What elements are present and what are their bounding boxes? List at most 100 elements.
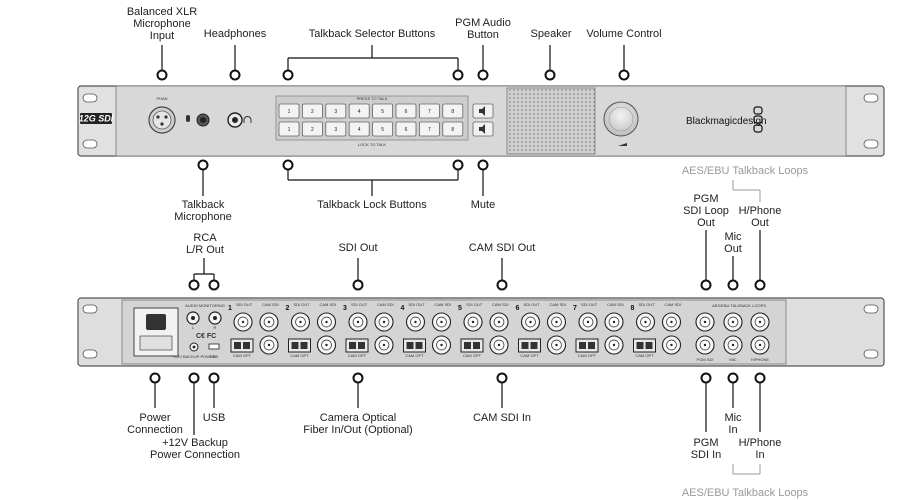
model-logo bbox=[80, 113, 112, 124]
sdi-out-bnc-pin bbox=[644, 320, 647, 324]
cam-sdi-in-bnc-pin bbox=[555, 343, 558, 347]
phan-label: PHAN bbox=[156, 96, 167, 101]
optical-port-a bbox=[579, 342, 586, 349]
talkback-lock-button-label: 7 bbox=[428, 127, 431, 133]
talkback-lock-label: Talkback Lock Buttons bbox=[317, 199, 427, 211]
model-logo-text: 12G SDI bbox=[79, 114, 114, 124]
rack-hole bbox=[82, 93, 98, 103]
cam-sdi-small-label: CAM SDI bbox=[435, 302, 452, 307]
optical-port-a bbox=[636, 342, 644, 349]
rack-hole bbox=[863, 93, 879, 103]
sdi-out-bnc-pin bbox=[414, 320, 417, 324]
cam-sdi-small-label: CAM SDI bbox=[607, 302, 624, 307]
sdi-out-bnc-pin bbox=[241, 320, 245, 324]
cam-sdi-in-bnc-pin bbox=[612, 343, 616, 347]
talkback-select-button-4[interactable] bbox=[348, 103, 370, 119]
talkback-select-button-3[interactable] bbox=[325, 103, 347, 119]
mute-icon bbox=[479, 124, 485, 134]
talkback-selector-label: Talkback Selector Buttons bbox=[308, 28, 436, 40]
talkback-lock-button-label: 3 bbox=[334, 127, 337, 133]
cam-sdi-out-bnc-pin bbox=[670, 320, 673, 324]
hphone-small-label: H/PHONE bbox=[751, 357, 770, 362]
rear-panel: AUDIO MONITORING L R C€ FC +12V BACKUP P… bbox=[77, 297, 885, 367]
optical-port-b bbox=[645, 342, 653, 349]
channel-number: 3 bbox=[343, 305, 347, 312]
rack-hole bbox=[82, 349, 98, 359]
sdi-out-small-label: SDI OUT bbox=[581, 302, 598, 307]
optical-port-a bbox=[234, 342, 241, 349]
cam-opt-small-label: CAM OPT bbox=[290, 353, 309, 358]
cam-sdi-in-bnc-pin bbox=[382, 343, 386, 347]
sdi-out-small-label: SDI OUT bbox=[466, 302, 483, 307]
cam-sdi-small-label: CAM SDI bbox=[377, 302, 394, 307]
headphones-icon bbox=[243, 116, 252, 123]
cam-sdi-in-bnc-pin bbox=[267, 343, 271, 347]
cam-sdi-out-bnc-pin bbox=[612, 320, 616, 324]
cam-sdi-out-bnc-pin bbox=[267, 320, 271, 324]
aes-bracket-lines bbox=[732, 180, 761, 475]
optical-port-b bbox=[530, 342, 538, 349]
optical-port-b bbox=[358, 342, 365, 349]
optical-port-b bbox=[300, 342, 308, 349]
speaker-label: Speaker bbox=[530, 28, 572, 40]
cam-sdi-small-label: CAM SDI bbox=[262, 302, 279, 307]
volume-indicator bbox=[618, 143, 627, 146]
aes-loops-bottom-label: AES/EBU Talkback Loops bbox=[681, 487, 809, 499]
channel-number: 6 bbox=[516, 305, 520, 312]
talkback-select-button-1[interactable] bbox=[278, 103, 300, 119]
talkback-loops-small-label: AES/EBU TALKBACK LOOPS bbox=[712, 303, 766, 308]
sdi-out-bnc-pin bbox=[471, 320, 475, 324]
optical-port-b bbox=[588, 342, 595, 349]
front-callout-dots bbox=[156, 69, 630, 171]
speaker-icon bbox=[479, 106, 485, 116]
talkback-lock-button-label: 2 bbox=[311, 127, 314, 133]
usb-label: USB bbox=[202, 412, 226, 424]
talkback-lock-button-label: 1 bbox=[288, 127, 291, 133]
optical-port-a bbox=[291, 342, 299, 349]
press-to-talk-label: PRESS TO TALK bbox=[357, 96, 388, 101]
talkback-select-button-8[interactable] bbox=[442, 103, 464, 119]
mute-label: Mute bbox=[470, 199, 496, 211]
svg-text:L: L bbox=[192, 325, 195, 330]
backup-power-small-label: +12V BACKUP POWER bbox=[172, 354, 215, 359]
talkback-lock-button-3[interactable] bbox=[325, 121, 347, 137]
headphones-label: Headphones bbox=[203, 28, 267, 40]
talkback-select-button-7[interactable] bbox=[418, 103, 440, 119]
cam-sdi-in-bnc-pin bbox=[440, 343, 443, 347]
talkback-lock-button-2[interactable] bbox=[301, 121, 323, 137]
usb-port[interactable] bbox=[208, 343, 220, 350]
talkback-lock-button-label: 5 bbox=[381, 127, 384, 133]
talkback-select-button-label: 4 bbox=[358, 109, 361, 115]
talkback-lock-button-5[interactable] bbox=[372, 121, 394, 137]
talkback-select-button-label: 2 bbox=[311, 109, 314, 115]
talkback-lock-button-6[interactable] bbox=[395, 121, 417, 137]
talkback-select-button-2[interactable] bbox=[301, 103, 323, 119]
talkback-lock-button-1[interactable] bbox=[278, 121, 300, 137]
microphone-icon bbox=[186, 115, 190, 122]
talkback-lock-button-7[interactable] bbox=[418, 121, 440, 137]
cam-sdi-out-label: CAM SDI Out bbox=[468, 242, 536, 254]
talkback-lock-button-8[interactable] bbox=[442, 121, 464, 137]
cam-opt-small-label: CAM OPT bbox=[463, 353, 482, 358]
cam-sdi-out-bnc-pin bbox=[382, 320, 386, 324]
channel-number: 1 bbox=[228, 305, 232, 312]
lock-to-talk-label: LOCK TO TALK bbox=[358, 142, 386, 147]
talkback-select-button-6[interactable] bbox=[395, 103, 417, 119]
cam-sdi-out-bnc-pin bbox=[497, 320, 501, 324]
sdi-out-small-label: SDI OUT bbox=[351, 302, 368, 307]
sdi-out-bnc-pin bbox=[586, 320, 590, 324]
talkback-lock-button-4[interactable] bbox=[348, 121, 370, 137]
talkback-select-button-5[interactable] bbox=[372, 103, 394, 119]
